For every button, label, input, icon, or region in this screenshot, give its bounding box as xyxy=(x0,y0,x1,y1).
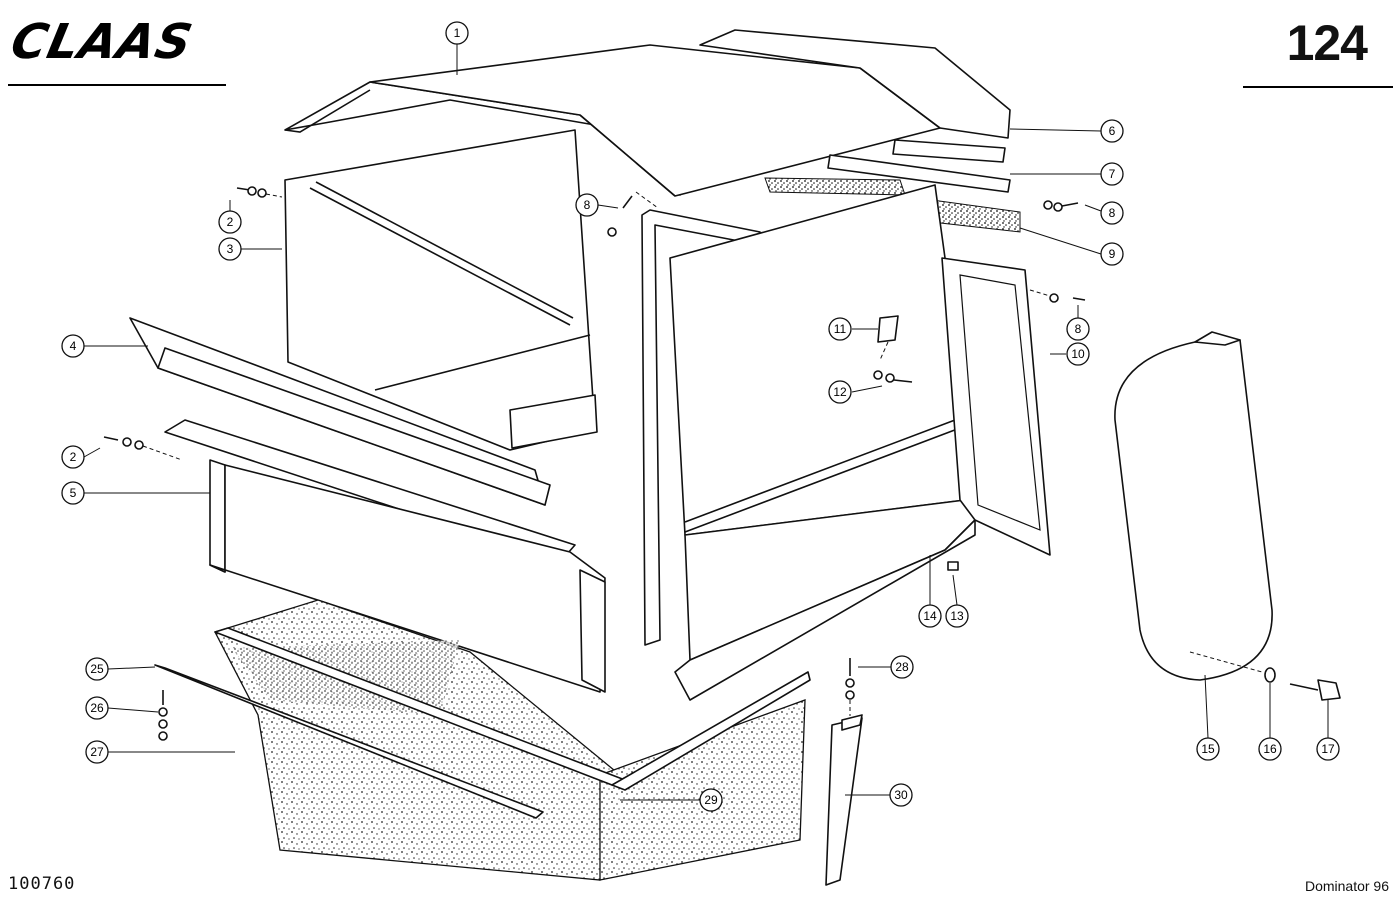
bolt-set-part-26 xyxy=(158,690,168,741)
callout-2-upper-marker: 2 xyxy=(218,210,242,234)
callout-3-marker: 3 xyxy=(218,237,242,261)
callout-1-label: 1 xyxy=(454,26,461,40)
header-rule-left xyxy=(8,84,226,86)
bolt-set-part-8-center xyxy=(607,191,659,237)
wing-bolt-part-17 xyxy=(1289,679,1341,701)
callout-8-right-upper-marker: 8 xyxy=(1100,201,1124,225)
support-strap-part-30 xyxy=(825,714,863,886)
callout-27-label: 27 xyxy=(90,745,104,759)
callout-30-label: 30 xyxy=(894,788,908,802)
deflector-angle-part-4 xyxy=(129,317,551,506)
callout-15-marker: 15 xyxy=(1196,737,1220,761)
callout-1-marker: 1 xyxy=(445,21,469,45)
callout-2-lower-label: 2 xyxy=(70,450,77,464)
callout-28-label: 28 xyxy=(895,660,909,674)
bolt-set-part-8-right-lower xyxy=(1029,289,1086,303)
model-name: Dominator 96 xyxy=(1304,878,1389,894)
callout-14-label: 14 xyxy=(923,609,937,623)
callout-16-marker: 16 xyxy=(1258,737,1282,761)
callout-14-marker: 14 xyxy=(918,604,942,628)
callout-8-right-upper-label: 8 xyxy=(1109,206,1116,220)
leader-lines xyxy=(83,44,1329,801)
callout-12-label: 12 xyxy=(833,385,847,399)
roof-strip-part-7 xyxy=(827,154,1011,193)
callout-8-center-label: 8 xyxy=(584,198,591,212)
callout-2-lower-marker: 2 xyxy=(61,445,85,469)
callout-29-marker: 29 xyxy=(699,788,723,812)
plug-part-13 xyxy=(947,561,959,571)
callout-8-right-lower-marker: 8 xyxy=(1066,317,1090,341)
callout-11-label: 11 xyxy=(834,322,847,336)
bolt-set-part-28 xyxy=(845,658,855,716)
front-frame-part-5 xyxy=(164,419,606,693)
document-number: 100760 xyxy=(8,874,76,894)
bolt-set-part-2-upper xyxy=(236,186,283,198)
callout-6-label: 6 xyxy=(1109,124,1116,138)
callout-7-label: 7 xyxy=(1109,167,1116,181)
callout-12-marker: 12 xyxy=(828,380,852,404)
callout-11-marker: 11 xyxy=(828,317,852,341)
angle-strip-part-25 xyxy=(154,664,544,819)
roof-strip-part-6 xyxy=(892,139,1006,163)
callout-17-marker: 17 xyxy=(1316,737,1340,761)
callout-29-label: 29 xyxy=(704,793,718,807)
washer-part-16 xyxy=(1264,667,1276,683)
angle-strip-upper xyxy=(214,627,811,791)
bolt-set-part-2-lower xyxy=(103,436,183,461)
callout-16-label: 16 xyxy=(1263,742,1277,756)
callout-8-right-lower-label: 8 xyxy=(1075,322,1082,336)
callout-5-label: 5 xyxy=(70,486,77,500)
callout-25-label: 25 xyxy=(90,662,104,676)
callout-13-label: 13 xyxy=(950,609,964,623)
callout-30-marker: 30 xyxy=(889,783,913,807)
dash-line-cover xyxy=(1189,651,1263,673)
callout-28-marker: 28 xyxy=(890,655,914,679)
right-side-panel-part-14 xyxy=(641,184,976,701)
callout-3-label: 3 xyxy=(227,242,234,256)
page-number: 124 xyxy=(1286,15,1368,71)
header-rule-right xyxy=(1243,86,1393,88)
callout-27-marker: 27 xyxy=(85,740,109,764)
callout-10-marker: 10 xyxy=(1066,342,1090,366)
callout-8-center-marker: 8 xyxy=(575,193,599,217)
callout-15-label: 15 xyxy=(1201,742,1215,756)
callout-5-marker: 5 xyxy=(61,481,85,505)
lower-screen-part-29 xyxy=(599,699,806,881)
right-frame-part-10 xyxy=(941,257,1051,556)
filter-strip-part-9 xyxy=(764,177,1021,233)
callout-10-label: 10 xyxy=(1071,347,1085,361)
callout-26-marker: 26 xyxy=(85,696,109,720)
left-side-panel-part-3 xyxy=(284,129,598,451)
roof-panel-part-1 xyxy=(284,29,1011,197)
callout-17-label: 17 xyxy=(1321,742,1335,756)
callout-9-label: 9 xyxy=(1109,247,1116,261)
callout-9-marker: 9 xyxy=(1100,242,1124,266)
callout-4-marker: 4 xyxy=(61,334,85,358)
bolt-set-part-8-right-upper xyxy=(1043,200,1079,212)
callout-6-marker: 6 xyxy=(1100,119,1124,143)
side-cover-part-15 xyxy=(1114,331,1273,681)
callout-13-marker: 13 xyxy=(945,604,969,628)
callout-7-marker: 7 xyxy=(1100,162,1124,186)
callout-4-label: 4 xyxy=(70,339,77,353)
clip-part-11 xyxy=(877,315,899,361)
callout-25-marker: 25 xyxy=(85,657,109,681)
callout-26-label: 26 xyxy=(90,701,104,715)
bolt-set-part-12 xyxy=(873,370,913,383)
callout-2-upper-label: 2 xyxy=(227,215,234,229)
